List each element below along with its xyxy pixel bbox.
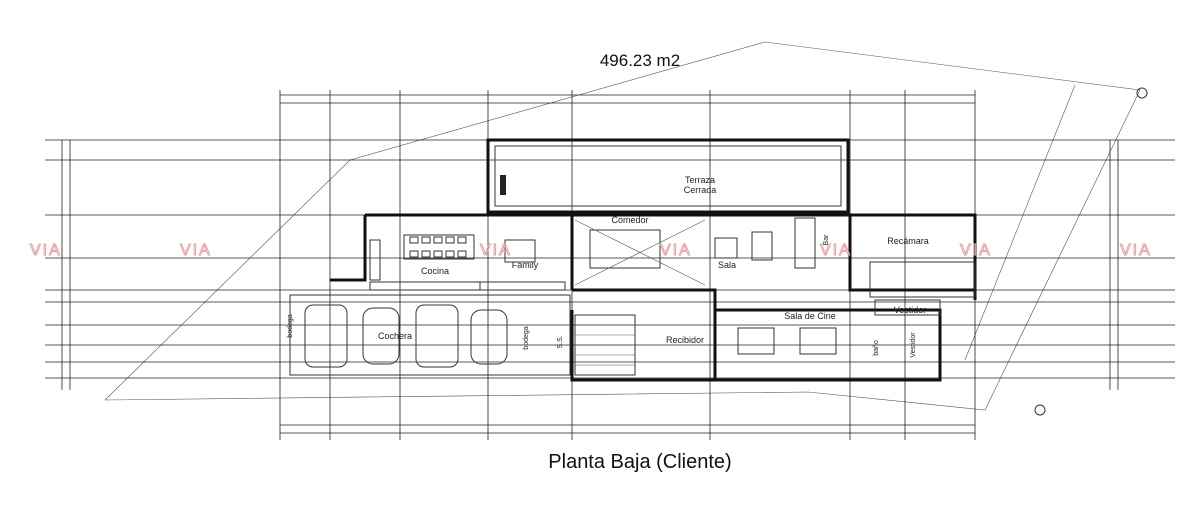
kitchen-island — [403, 234, 475, 260]
living-sofa — [714, 237, 738, 259]
area-label: 496.23 m2 — [600, 51, 680, 70]
room-label-cocina: Cocina — [421, 266, 449, 276]
room-label-sala: Sala — [718, 260, 736, 270]
plan-title: Planta Baja (Cliente) — [548, 451, 731, 473]
dining-void — [574, 219, 706, 286]
house-wall — [572, 288, 717, 310]
room-label-terraza: Terraza — [685, 175, 715, 185]
lot-boundary-inner — [964, 84, 1076, 361]
room-label-vestidor-1: Vestidor — [894, 305, 927, 315]
room-label-recamara: Recámara — [887, 236, 929, 246]
axis-marker — [1136, 87, 1148, 99]
dining-chairs — [409, 236, 467, 258]
kitchen-counter-bottom — [369, 281, 481, 291]
bar-counter — [794, 217, 816, 269]
house-wall — [850, 213, 977, 300]
svg-text:VIA: VIA — [820, 242, 852, 259]
watermark: VIA VIA VIA VIA VIA VIA VIA — [30, 242, 1152, 260]
terrace-outline — [486, 138, 850, 214]
svg-text:VIA: VIA — [960, 242, 992, 259]
room-label-bar: Bar — [823, 234, 830, 246]
garage-cars — [304, 304, 508, 368]
house-wall — [713, 308, 942, 382]
terrace-inner — [494, 145, 842, 207]
room-label-family: Family — [512, 260, 539, 270]
garage-outline — [289, 294, 571, 376]
living-sofa — [751, 231, 773, 261]
dining-table — [589, 229, 661, 269]
bedroom-bath — [869, 261, 976, 298]
axis-marker — [1034, 404, 1046, 416]
family-counter-bottom — [479, 281, 566, 291]
dimension-lines — [61, 94, 1119, 434]
room-label-bodega-1: bodega — [287, 314, 294, 337]
room-label-sala-cine: Sala de Cine — [784, 311, 836, 321]
svg-text:VIA: VIA — [660, 242, 692, 259]
cinema-seats — [737, 327, 837, 355]
family-sofa — [504, 239, 536, 263]
house-wall — [365, 213, 574, 290]
room-label-ss: S.S. — [557, 335, 564, 348]
room-label-bano: baño — [873, 340, 880, 356]
kitchen-counter — [369, 239, 381, 281]
room-label-recibidor: Recibidor — [666, 335, 704, 345]
svg-text:VIA: VIA — [480, 242, 512, 259]
room-label-cerrada: Cerrada — [684, 185, 717, 195]
room-label-vestidor-2: Vestidor — [910, 332, 917, 358]
room-label-bodega-2: bodega — [523, 326, 530, 349]
house-wall — [330, 215, 367, 282]
vestidor-box — [874, 299, 941, 316]
svg-text:VIA: VIA — [1120, 242, 1152, 259]
house-wall — [570, 310, 715, 382]
room-label-comedor: Comedor — [611, 215, 648, 225]
stair-treads — [575, 324, 635, 366]
svg-text:VIA: VIA — [30, 242, 62, 259]
terrace-column — [500, 175, 506, 195]
room-label-cochera: Cochera — [378, 331, 412, 341]
house-wall — [572, 213, 975, 292]
svg-text:VIA: VIA — [180, 242, 212, 259]
